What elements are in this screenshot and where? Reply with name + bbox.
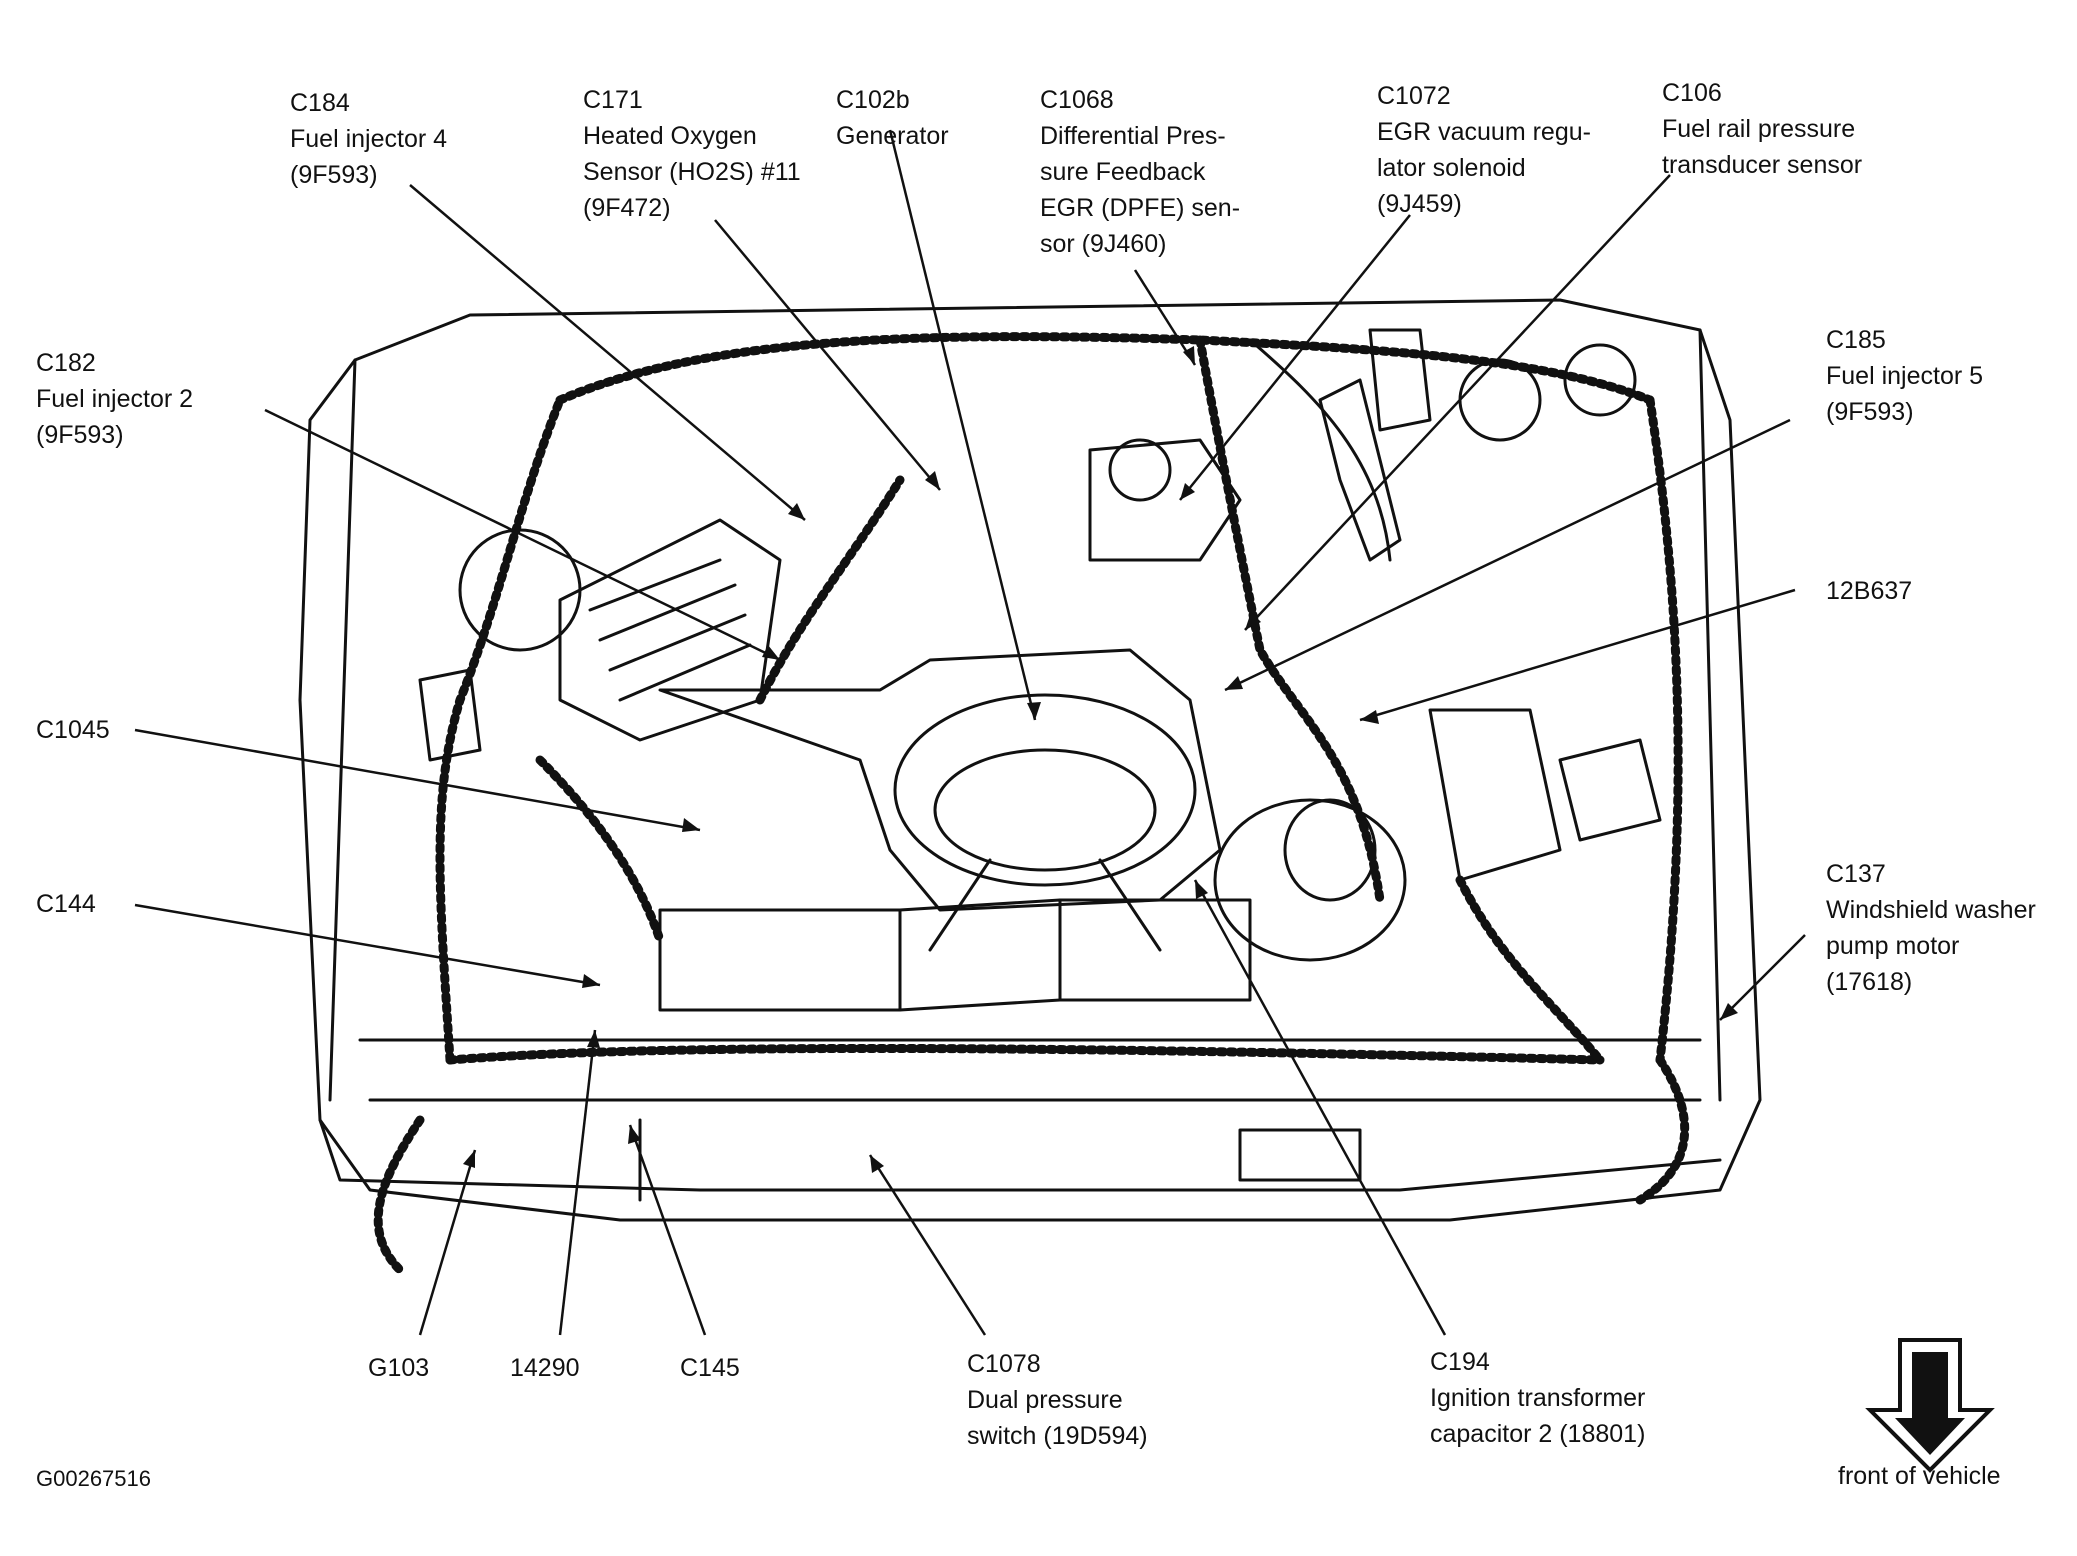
callout-c182: C182 Fuel injector 2 (9F593) xyxy=(36,349,194,449)
leader-c182 xyxy=(264,408,781,662)
left-valve-cover xyxy=(558,518,782,742)
callout-c1072: C1072 EGR vacuum regu- lator solenoid (9… xyxy=(1377,82,1591,218)
callout-12b637: 12B637 xyxy=(1826,577,1913,605)
leader-c1045 xyxy=(134,728,701,832)
air-intake-duct xyxy=(1318,378,1402,562)
leader-g103 xyxy=(418,1149,477,1336)
brake-booster xyxy=(1213,798,1407,962)
callout-g103: G103 xyxy=(368,1354,430,1382)
callout-c171: C171 Heated Oxygen Sensor (HO2S) #11 (9F… xyxy=(583,86,801,222)
front-of-vehicle-label: front of vehicle xyxy=(1838,1462,2001,1490)
callout-c194: C194 Ignition transformer capacitor 2 (1… xyxy=(1430,1348,1646,1448)
leader-c144 xyxy=(134,903,601,987)
callout-c106: C106 Fuel rail pressure transducer senso… xyxy=(1662,79,1863,179)
leader-c1068 xyxy=(1133,269,1197,366)
callout-c1045: C1045 xyxy=(36,716,110,744)
callout-c1068: C1068 Differential Pres- sure Feedback E… xyxy=(1040,86,1241,258)
callout-c184: C184 Fuel injector 4 (9F593) xyxy=(290,89,448,189)
callout-c144: C144 xyxy=(36,890,96,918)
leader-c102b xyxy=(888,129,1037,721)
leader-c1072 xyxy=(1179,214,1411,501)
leader-c171 xyxy=(714,219,941,491)
leader-c145 xyxy=(628,1124,707,1336)
throttle-body xyxy=(1088,438,1242,562)
callout-c145: C145 xyxy=(680,1354,740,1382)
intake-plenum xyxy=(658,648,1222,912)
fuse-box xyxy=(418,668,482,762)
leader-c185 xyxy=(1224,418,1791,692)
callout-c1078: C1078 Dual pressure switch (19D594) xyxy=(967,1350,1148,1450)
leader-c184 xyxy=(409,184,806,521)
callout-c137: C137 Windshield washer pump motor (17618… xyxy=(1826,860,2036,996)
leader-c1078 xyxy=(868,1154,987,1336)
figure-id: G00267516 xyxy=(36,1466,151,1491)
leader-c12b637 xyxy=(1359,588,1796,722)
callout-c185: C185 Fuel injector 5 (9F593) xyxy=(1826,326,1984,426)
callout-c102b: C102b Generator xyxy=(836,86,949,150)
front-arrow-icon xyxy=(1865,1338,1995,1473)
leader-c194 xyxy=(1193,879,1447,1336)
radiator-support xyxy=(318,1118,1722,1192)
wiring-harness-main xyxy=(445,1043,1605,1065)
engine-bay-outline xyxy=(298,298,1762,1222)
leader-c137 xyxy=(1719,934,1806,1021)
callout-14290: 14290 xyxy=(510,1354,580,1382)
air-inlet-tube xyxy=(893,693,1197,887)
leader-14290 xyxy=(558,1029,597,1336)
leader-c106 xyxy=(1244,174,1671,631)
